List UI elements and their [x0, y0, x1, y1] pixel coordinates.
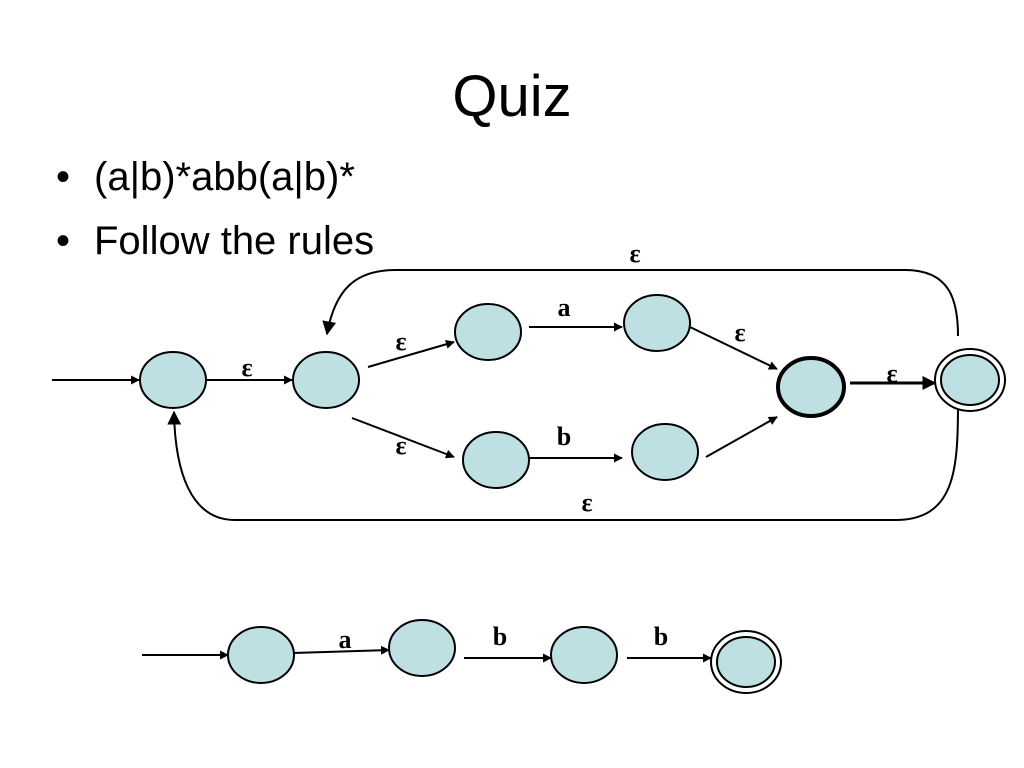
bullet-dot: • [56, 155, 71, 199]
bullet-text-regex: (a|b)*abb(a|b)* [94, 155, 355, 199]
state-split [292, 351, 360, 409]
bullet-item-regex: • (a|b)*abb(a|b)* [56, 152, 374, 216]
edge-split-to-upper [367, 339, 455, 368]
state-bottom-2 [550, 626, 618, 684]
bullet-text-rules: Follow the rules [94, 219, 375, 263]
state-bottom-1 [388, 619, 456, 677]
top-nfa-labels: ε ε ε a b ε ε ε ε [241, 239, 897, 517]
label-a-transition: a [558, 293, 571, 322]
top-nfa-states [139, 294, 1006, 489]
label-b-transition: b [557, 422, 571, 451]
label-split-to-upper: ε [395, 327, 406, 356]
bullet-list: • (a|b)*abb(a|b)* • Follow the rules [56, 152, 374, 280]
edge-bottom-a [292, 645, 390, 655]
state-bottom-final-inner [716, 636, 776, 688]
edge-loop-back [322, 269, 959, 337]
state-upper-after-a [623, 294, 691, 352]
top-nfa-edges [52, 269, 959, 521]
bottom-nfa-edges [142, 645, 712, 663]
label-bottom-b2: b [654, 622, 668, 651]
state-bottom-0 [227, 626, 295, 684]
edge-lower-to-join [705, 416, 778, 458]
label-split-to-lower: ε [395, 431, 406, 460]
state-start [139, 351, 207, 409]
label-join-to-final: ε [886, 359, 897, 388]
label-loop-back: ε [629, 239, 640, 268]
state-upper-before-a [454, 303, 522, 361]
state-lower-before-b [462, 431, 530, 489]
state-lower-after-b [631, 423, 699, 481]
edge-skip [167, 403, 959, 521]
bullet-item-rules: • Follow the rules [56, 216, 374, 280]
state-join [776, 356, 846, 418]
label-bottom-b1: b [493, 622, 507, 651]
label-upper-to-join: ε [734, 318, 745, 347]
bottom-nfa-states [227, 619, 782, 694]
edge-upper-to-join [689, 326, 778, 370]
state-final-inner [940, 354, 1000, 406]
bottom-nfa-labels: a b b [339, 622, 669, 654]
label-bottom-a: a [339, 625, 352, 654]
bullet-dot: • [56, 219, 71, 263]
edge-split-to-lower [351, 417, 455, 459]
slide-title: Quiz [452, 64, 572, 129]
label-skip: ε [581, 488, 592, 517]
label-start-to-split: ε [241, 353, 252, 382]
